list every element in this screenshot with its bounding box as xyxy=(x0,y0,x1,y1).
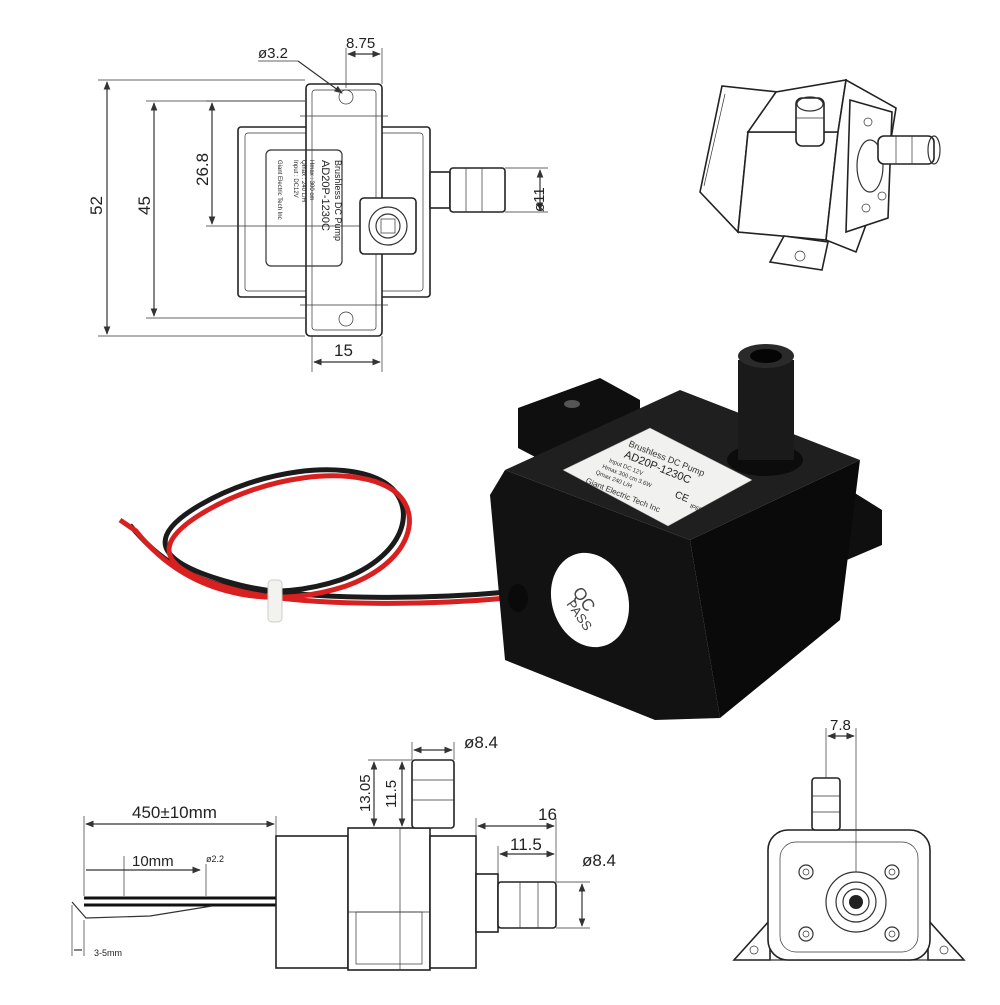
cable-tie xyxy=(267,579,283,623)
dim-hole-dia: ø3.2 xyxy=(258,45,288,62)
wire-black xyxy=(128,467,509,600)
dim-inlet-offset: 7.8 xyxy=(830,717,851,734)
dim-nozzle-total: 13.05 xyxy=(357,774,374,812)
top-label-maker: Giant Electric Tech Inc xyxy=(276,160,282,220)
photo-label-ip: IP68 xyxy=(689,504,703,514)
side-dimension-drawing: ø8.4 13.05 11.5 450±10mm 10mm ø2.2 3-5mm… xyxy=(71,733,616,971)
dim-tip-len: 3-5mm xyxy=(94,948,122,958)
dim-body-height: 45 xyxy=(135,196,154,215)
dim-outlet-dia-side: ø8.4 xyxy=(582,851,616,870)
dim-width: 15 xyxy=(334,341,353,360)
qc-sticker xyxy=(550,552,630,648)
dim-cable-len: 450±10mm xyxy=(132,803,217,822)
isometric-sketch xyxy=(699,78,941,271)
dim-mount-height: 26.8 xyxy=(193,153,212,186)
top-label-title: Brushless DC Pump xyxy=(333,160,343,241)
dim-outlet-len: 11.5 xyxy=(510,835,542,854)
pump-body-side xyxy=(690,460,860,718)
dim-nozzle-len: 11.5 xyxy=(383,780,400,808)
photo-label-ce: CE xyxy=(673,490,690,506)
wire-red xyxy=(118,473,509,606)
top-label-model: AD20P-1230C xyxy=(319,160,331,231)
dim-total-height: 52 xyxy=(87,196,106,215)
dim-inlet-dia: ø8.4 xyxy=(464,733,498,752)
top-label-qmax: Qmax : 240 L/H xyxy=(300,160,306,202)
pump-photo: Brushless DC Pump AD20P-1230C Input DC 1… xyxy=(118,344,882,720)
dim-wire-dia: ø2.2 xyxy=(206,854,224,864)
dim-outlet-reach: 16 xyxy=(538,805,557,824)
top-label-input: Input : DC12V xyxy=(292,160,298,198)
dim-offset: 8.75 xyxy=(346,35,375,52)
dim-strip-len: 10mm xyxy=(132,853,174,870)
top-label-hmax: Hmax : 300 cm xyxy=(308,160,314,200)
front-view-drawing: 7.8 xyxy=(732,717,966,961)
dim-outlet-dia: ø11 xyxy=(531,187,548,212)
top-dimension-drawing: Brushless DC Pump AD20P-1230C Hmax : 300… xyxy=(87,35,548,372)
